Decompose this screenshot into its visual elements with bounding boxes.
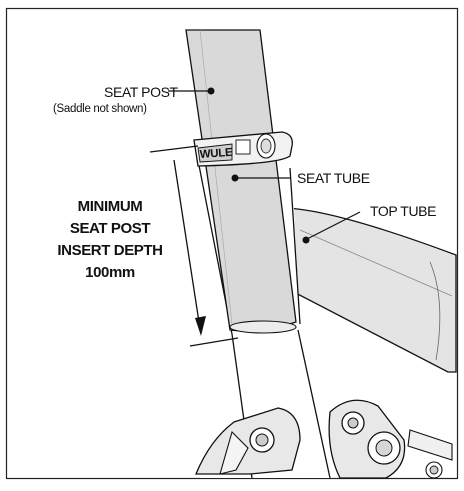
callout-line-4: 100mm (85, 264, 135, 281)
depth-bottom-line (189, 337, 239, 347)
seat-clamp: WULE (193, 131, 293, 167)
seat-post-pointer (207, 87, 215, 95)
insert-depth-indicator (149, 145, 239, 347)
saddle-note: (Saddle not shown) (53, 103, 147, 115)
top-tube-label: TOP TUBE (370, 203, 436, 219)
seat-post (185, 29, 297, 334)
seat-tube-label: SEAT TUBE (297, 170, 370, 186)
diagram-border (5, 7, 459, 480)
depth-arrowhead (195, 316, 206, 336)
callout-line-2: SEAT POST (70, 220, 151, 237)
seat-tube-pointer (231, 174, 239, 182)
clamp-marking: WULE (199, 147, 233, 161)
leader-lines (168, 87, 361, 244)
depth-top-line (149, 145, 199, 153)
insert-depth-callout: MINIMUM SEAT POST INSERT DEPTH 100mm (57, 198, 163, 281)
depth-arrow-line (173, 159, 200, 323)
seat-post-label: SEAT POST (104, 84, 179, 100)
callout-line-1: MINIMUM (78, 198, 143, 215)
rocker-linkage (195, 399, 453, 479)
top-tube-pointer (302, 236, 310, 244)
callout-line-3: INSERT DEPTH (57, 242, 162, 259)
